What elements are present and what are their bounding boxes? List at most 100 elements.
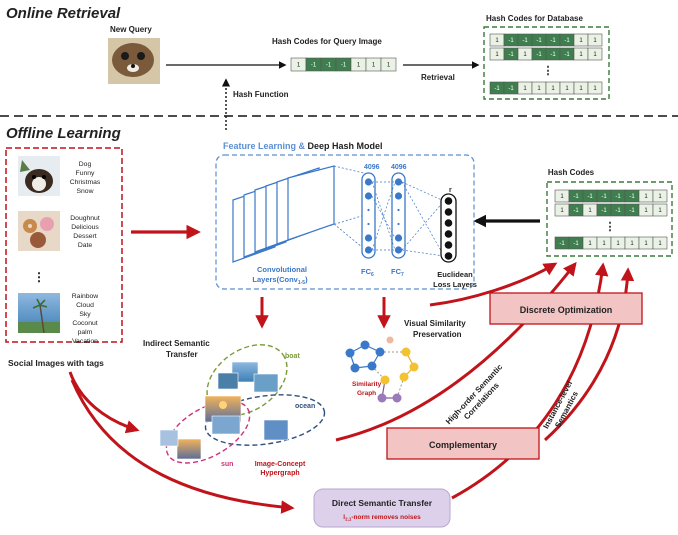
fc-link <box>401 200 445 251</box>
tag-label: Doughnut <box>70 215 100 222</box>
database-code-value: -1 <box>564 38 570 44</box>
query-code-value: 1 <box>387 63 391 69</box>
conv-label-1: Convolutional <box>257 265 307 274</box>
tag-label: Dessert <box>73 233 97 240</box>
sun-label: sun <box>221 461 233 468</box>
high-order-labels: High-order Semantic Correlations <box>444 362 505 426</box>
social-to-direct-arrow <box>70 379 295 514</box>
fc-link <box>401 181 445 257</box>
query-code-value: 1 <box>297 63 301 69</box>
loss-label-2: Loss Layers <box>433 280 477 289</box>
fc7-dim: 4096 <box>391 164 407 171</box>
hash-code-value: -1 <box>601 194 607 200</box>
hash-code-value: 1 <box>588 241 592 247</box>
hash-code-value: 1 <box>630 241 634 247</box>
database-code-value: 1 <box>537 86 541 92</box>
database-code-cell <box>587 33 603 47</box>
model-title: Feature Learning & Deep Hash Model <box>223 141 383 151</box>
social-image-doughnut <box>18 211 60 251</box>
query-code-value: 1 <box>372 63 376 69</box>
direct-semantic-label: Direct Semantic Transfer <box>332 498 433 508</box>
hash-node <box>444 241 453 249</box>
database-code-value: 1 <box>593 86 597 92</box>
discrete-arrow <box>429 262 558 307</box>
fc-node <box>394 246 403 254</box>
fc-link <box>401 181 445 202</box>
hash-code-value: 1 <box>602 241 606 247</box>
indirect-label-2: Transfer <box>166 350 198 359</box>
query-code-value: -1 <box>311 63 317 69</box>
tag-label: Coconut <box>72 320 97 327</box>
database-code-value: -1 <box>550 52 556 58</box>
database-codes-box <box>483 26 610 100</box>
sun-hyperedge <box>165 400 251 464</box>
database-code-value: -1 <box>508 38 514 44</box>
database-code-value: -1 <box>536 38 542 44</box>
hash-codes-box <box>546 181 673 257</box>
hash-code-value: 1 <box>560 208 564 214</box>
fc-dot <box>367 222 370 226</box>
hypergraph-label-1: Image-Concept <box>255 461 306 468</box>
indirect-label-1: Indirect Semantic <box>143 339 210 348</box>
query-code-cell <box>380 57 397 72</box>
tag-label: Delicious <box>71 224 99 231</box>
offline-learning-title: Offline Learning <box>6 125 121 142</box>
boat-hyperedge <box>206 344 288 416</box>
database-code-value: -1 <box>508 86 514 92</box>
similarity-graph-label-1: Similarity <box>352 381 382 388</box>
query-codes-title: Hash Codes for Query Image <box>272 37 382 46</box>
complementary-box <box>386 427 540 460</box>
social-vdots: ⋮ <box>33 270 45 284</box>
hash-code-value: -1 <box>573 208 579 214</box>
fc-link <box>401 249 445 257</box>
hypergraph-images <box>159 361 289 460</box>
database-code-value: 1 <box>565 86 569 92</box>
social-image-rainbow <box>18 293 60 334</box>
fc-node <box>394 178 403 186</box>
fc-node <box>394 192 403 200</box>
social-to-indirect-arrow <box>68 371 140 434</box>
social-images-caption: Social Images with tags <box>8 358 104 368</box>
ocean-hyperedge <box>204 394 326 446</box>
database-code-value: 1 <box>523 86 527 92</box>
database-code-value: -1 <box>494 86 500 92</box>
hash-code-cell <box>652 203 668 217</box>
fc7-layer <box>391 172 406 259</box>
fc-node <box>364 234 373 242</box>
direct-semantic-box <box>313 488 451 528</box>
hash-code-value: -1 <box>615 194 621 200</box>
database-code-value: 1 <box>523 52 527 58</box>
tag-label: Rainbow <box>72 293 99 300</box>
hash-code-value: 1 <box>616 241 620 247</box>
fc7-label: FC7 <box>391 267 404 278</box>
hypergraph-label-2: Hypergraph <box>260 470 299 477</box>
social-images-box <box>5 147 123 343</box>
hash-code-value: 1 <box>658 194 662 200</box>
fc-links <box>371 181 445 257</box>
hash-code-value: 1 <box>644 241 648 247</box>
hash-node <box>444 252 453 260</box>
new-query-label: New Query <box>110 25 152 34</box>
query-image <box>108 38 160 84</box>
tag-label: Date <box>78 242 93 249</box>
tag-label: Dog <box>79 161 92 168</box>
hash-layer-nodes <box>444 197 453 260</box>
database-code-cell <box>587 47 603 61</box>
hash-code-value: -1 <box>629 208 635 214</box>
hash-code-cell <box>652 236 668 250</box>
tag-label: Funny <box>76 170 95 177</box>
complementary-label: Complementary <box>429 440 497 450</box>
tag-label: Vacation <box>72 338 98 345</box>
boat-label: boat <box>285 353 300 360</box>
database-code-value: 1 <box>579 86 583 92</box>
tag-label: Christmas <box>70 179 101 186</box>
hash-code-value: 1 <box>644 208 648 214</box>
hash-node <box>444 197 453 205</box>
database-code-value: 1 <box>593 52 597 58</box>
database-code-value: 1 <box>495 38 499 44</box>
fc-dot <box>367 208 370 212</box>
hash-code-value: -1 <box>573 241 579 247</box>
